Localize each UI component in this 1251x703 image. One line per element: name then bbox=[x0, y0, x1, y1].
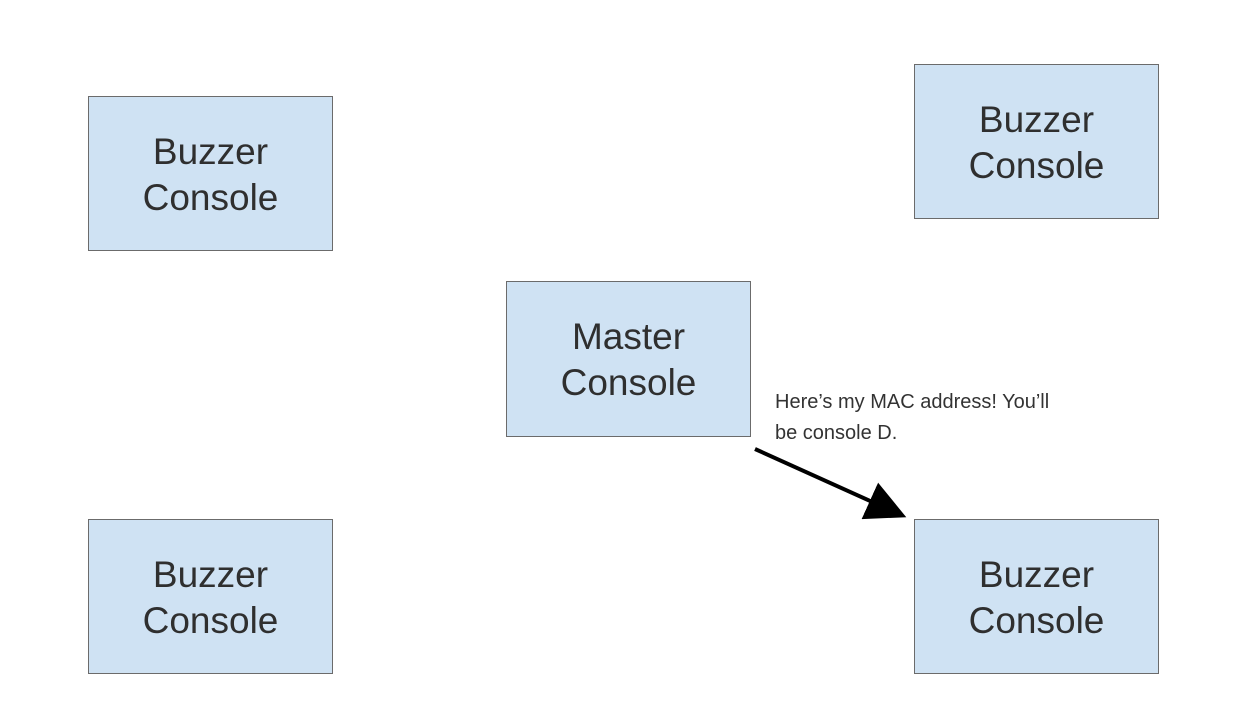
master-console-node: Master Console bbox=[506, 281, 751, 437]
node-label: Buzzer Console bbox=[142, 130, 279, 218]
node-label: Buzzer Console bbox=[968, 553, 1105, 641]
buzzer-console-node: Buzzer Console bbox=[88, 96, 333, 251]
buzzer-console-node: Buzzer Console bbox=[914, 64, 1159, 219]
buzzer-console-node: Buzzer Console bbox=[914, 519, 1159, 674]
node-label: Buzzer Console bbox=[142, 553, 279, 641]
edge-label: Here’s my MAC address! You’ll be console… bbox=[775, 391, 1050, 444]
node-label: Buzzer Console bbox=[968, 98, 1105, 186]
buzzer-console-node: Buzzer Console bbox=[88, 519, 333, 674]
edge-arrow bbox=[754, 447, 907, 520]
node-label: Master Console bbox=[560, 316, 697, 403]
